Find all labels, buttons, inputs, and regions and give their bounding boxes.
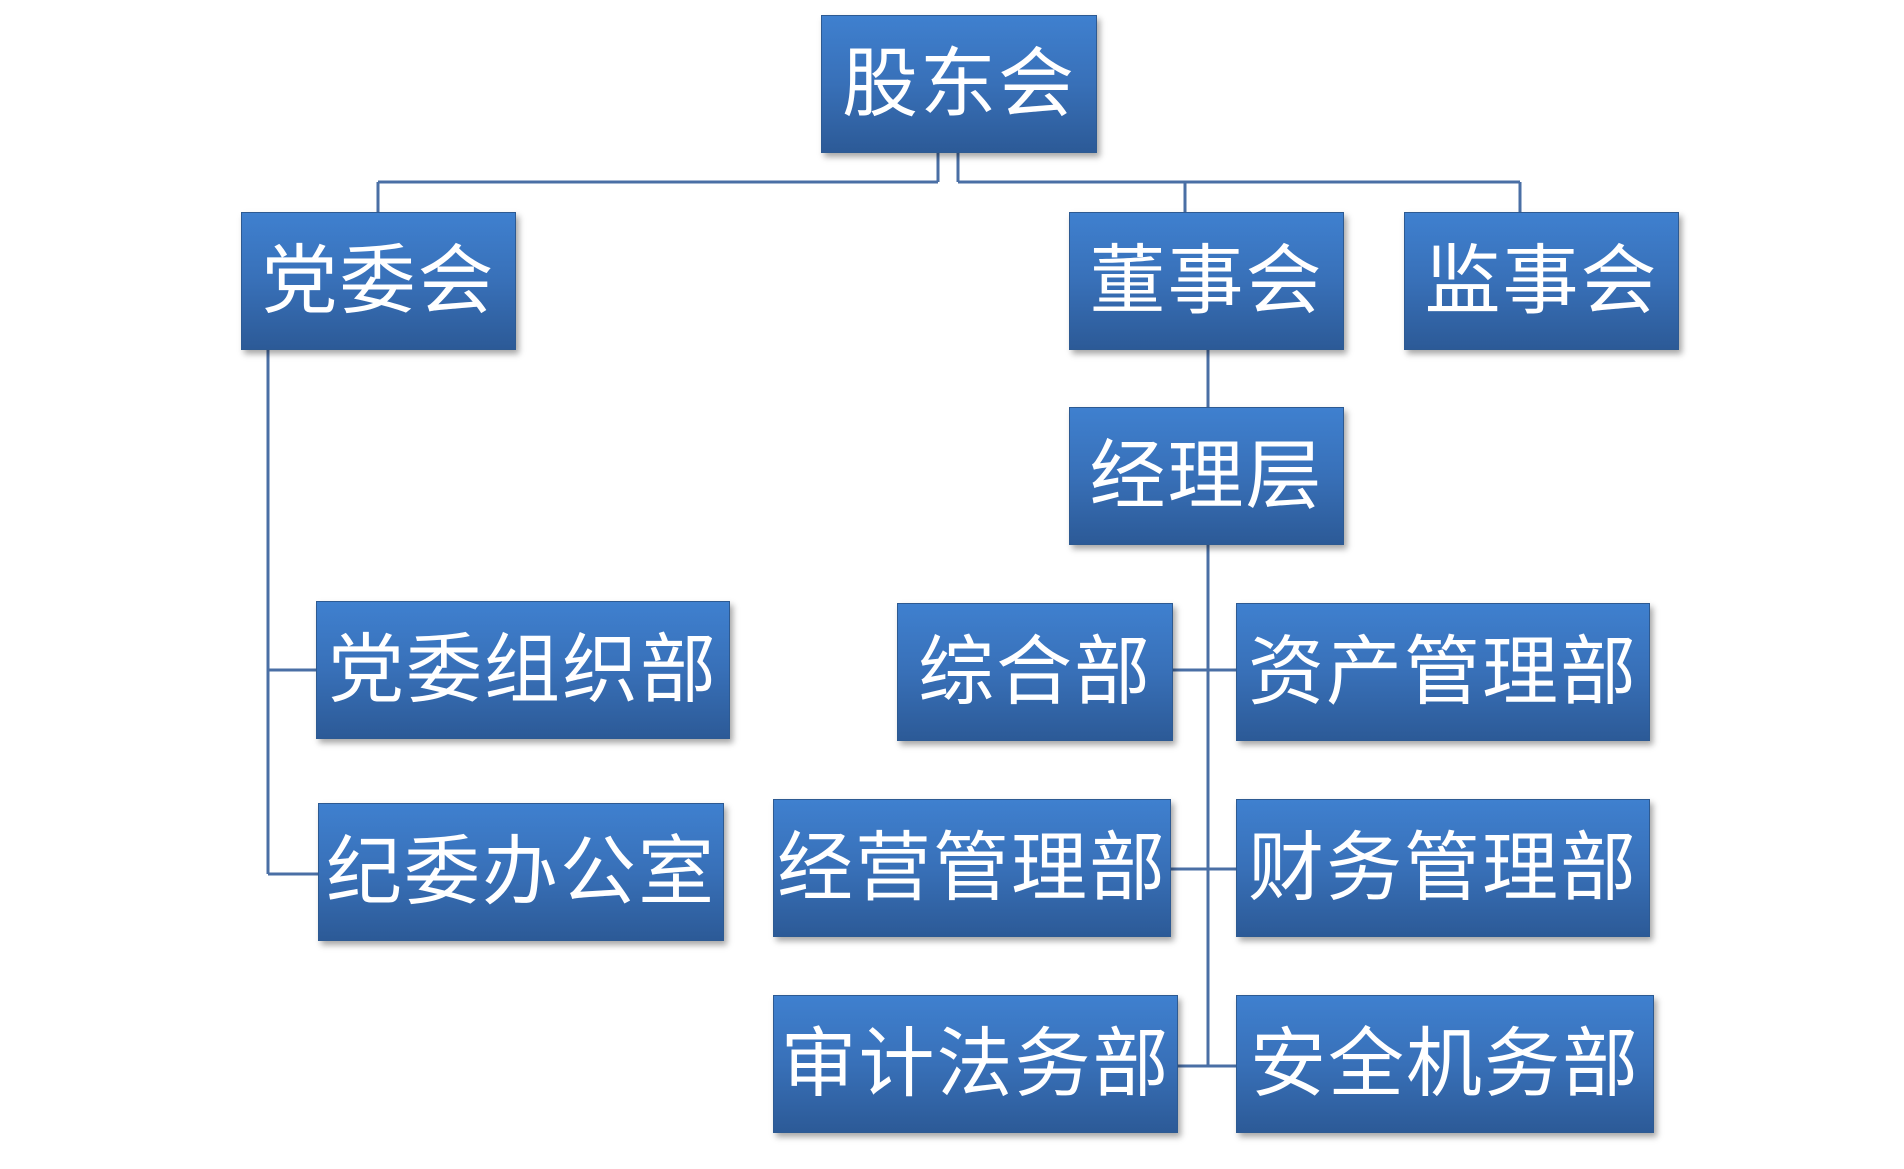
node-supervisory-board: 监事会 (1404, 212, 1679, 350)
node-discipline-office: 纪委办公室 (318, 803, 724, 941)
node-board-of-directors: 董事会 (1069, 212, 1344, 350)
node-management: 经理层 (1069, 407, 1344, 545)
node-operations-management-dept: 经营管理部 (773, 799, 1171, 937)
node-asset-management-dept: 资产管理部 (1236, 603, 1650, 741)
node-safety-maintenance-dept: 安全机务部 (1236, 995, 1654, 1133)
node-finance-management-dept: 财务管理部 (1236, 799, 1650, 937)
node-party-organization-dept: 党委组织部 (316, 601, 730, 739)
node-general-dept: 综合部 (897, 603, 1173, 741)
node-shareholders: 股东会 (821, 15, 1097, 153)
node-audit-legal-dept: 审计法务部 (773, 995, 1178, 1133)
node-party-committee: 党委会 (241, 212, 516, 350)
